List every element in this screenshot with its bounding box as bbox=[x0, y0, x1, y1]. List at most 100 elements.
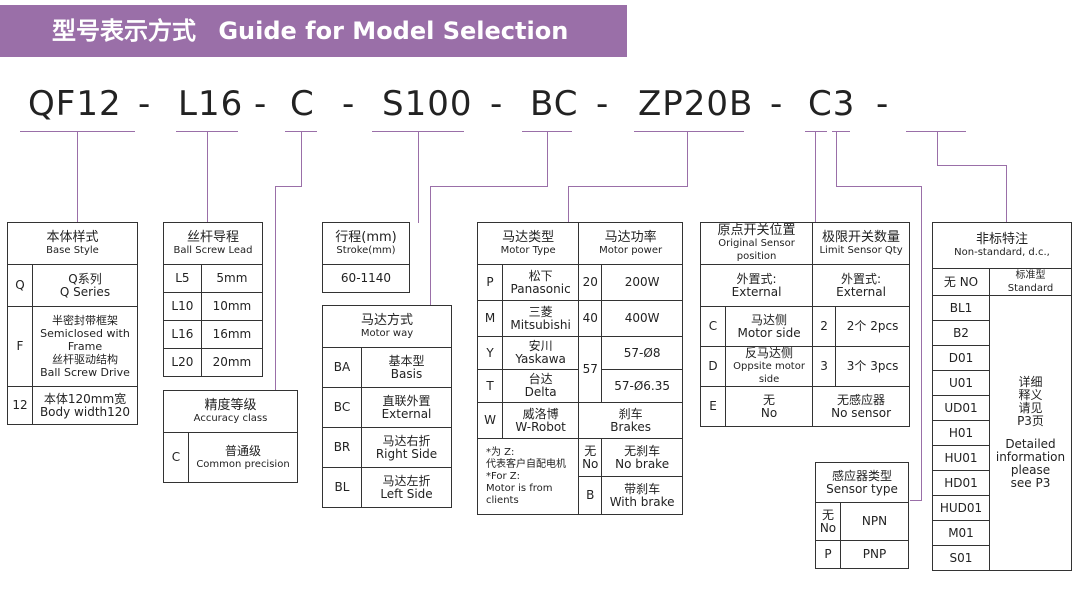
connector-line bbox=[1006, 165, 1007, 223]
row-text: 安川 bbox=[528, 339, 553, 353]
table-header-cn: 马达方式 bbox=[360, 312, 413, 328]
table-header-cn: 非标特注 bbox=[975, 231, 1028, 247]
row-text: Common precision bbox=[196, 458, 290, 470]
row-code: BC bbox=[322, 387, 362, 428]
row-text: 外置式: bbox=[841, 271, 882, 286]
row-text: Motor side bbox=[737, 325, 801, 340]
table-header-cn: 马达类型 bbox=[502, 229, 555, 245]
row-value: 57-Ø8 bbox=[601, 336, 683, 370]
table-header-cn: 马达功率 bbox=[604, 229, 657, 245]
row-code: L10 bbox=[163, 292, 202, 321]
row-text: Right Side bbox=[375, 446, 438, 461]
connector-line bbox=[430, 186, 548, 187]
banner-title-en: Guide for Model Selection bbox=[218, 17, 569, 45]
row-text: 直联外置 bbox=[382, 393, 431, 408]
connector-line bbox=[937, 131, 938, 165]
row-code: D01 bbox=[932, 345, 990, 371]
code-stroke: S100 bbox=[382, 84, 473, 124]
row-text: Q Series bbox=[59, 284, 111, 299]
note-text: clients bbox=[486, 494, 519, 506]
row-text: 马达右折 bbox=[382, 433, 431, 448]
row-code: B2 bbox=[932, 320, 990, 346]
table-row: HD01 bbox=[932, 470, 1072, 496]
row-text: External bbox=[381, 406, 432, 421]
row-text: External bbox=[731, 284, 782, 299]
row-code: 20 bbox=[578, 264, 603, 301]
code-dash: - bbox=[254, 84, 268, 124]
row-value: 10mm bbox=[200, 292, 264, 321]
table-row: 外置式:External 外置式:External bbox=[699, 264, 910, 307]
table-row: HU01 bbox=[932, 445, 1072, 471]
note-text: *For Z: bbox=[486, 470, 521, 482]
table-header-cn: 丝杆导程 bbox=[186, 229, 239, 245]
table-header-en: Accuracy class bbox=[193, 412, 268, 424]
table-header-en: Sensor type bbox=[826, 481, 898, 496]
row-code: 57 bbox=[578, 336, 603, 403]
row-code: C bbox=[163, 432, 189, 483]
code-dash: - bbox=[490, 84, 504, 124]
detail-text: 请见 bbox=[1018, 401, 1043, 415]
row-text: No brake bbox=[615, 456, 670, 471]
row-text: Oppsite motor bbox=[733, 361, 805, 372]
row-code: BL1 bbox=[932, 295, 990, 321]
row-text: 马达侧 bbox=[751, 312, 788, 327]
row-code: B bbox=[578, 476, 603, 515]
row-value: 2个 2pcs bbox=[835, 306, 910, 347]
row-code: Y bbox=[477, 336, 503, 370]
stroke-table: 行程(mm)Stroke(mm) 60-1140 bbox=[322, 222, 410, 293]
table-header-cn: 原点开关位置 bbox=[717, 223, 796, 238]
row-value: 20mm bbox=[200, 348, 264, 377]
underline bbox=[634, 131, 744, 132]
connector-line bbox=[275, 186, 302, 187]
row-text: 无感应器 bbox=[837, 392, 886, 407]
row-text: External bbox=[836, 284, 886, 299]
table-header-en: position bbox=[736, 251, 777, 262]
row-code: 12 bbox=[7, 386, 33, 425]
row-code: No bbox=[582, 456, 599, 471]
table-row: UD01 bbox=[932, 395, 1072, 421]
row-text: 外置式: bbox=[736, 271, 777, 286]
row-text: 普通级 bbox=[224, 443, 261, 458]
row-text: 威洛博 bbox=[522, 406, 559, 421]
row-value: 16mm bbox=[200, 320, 264, 349]
row-code: P bbox=[477, 264, 503, 301]
connector-line bbox=[568, 186, 688, 187]
row-text: Semiclosed with bbox=[40, 327, 130, 340]
row-text: No bbox=[760, 405, 778, 420]
table-row: 60-1140 bbox=[322, 264, 410, 293]
underline bbox=[832, 131, 850, 132]
row-code: S01 bbox=[932, 545, 990, 571]
row-text: side bbox=[758, 374, 780, 385]
connector-line bbox=[836, 131, 837, 187]
table-header-en: Limit Sensor Qty bbox=[819, 244, 903, 256]
connector-line bbox=[687, 131, 688, 187]
row-code: UD01 bbox=[932, 395, 990, 421]
connector-line bbox=[547, 131, 548, 187]
note-text: Motor is from bbox=[486, 482, 553, 494]
row-code: W bbox=[477, 402, 503, 439]
title-banner: 型号表示方式 Guide for Model Selection bbox=[0, 5, 627, 57]
connector-line bbox=[207, 131, 208, 223]
table-row: H01 bbox=[932, 420, 1072, 446]
connector-line bbox=[937, 165, 1007, 166]
code-base: QF12 bbox=[28, 84, 122, 124]
